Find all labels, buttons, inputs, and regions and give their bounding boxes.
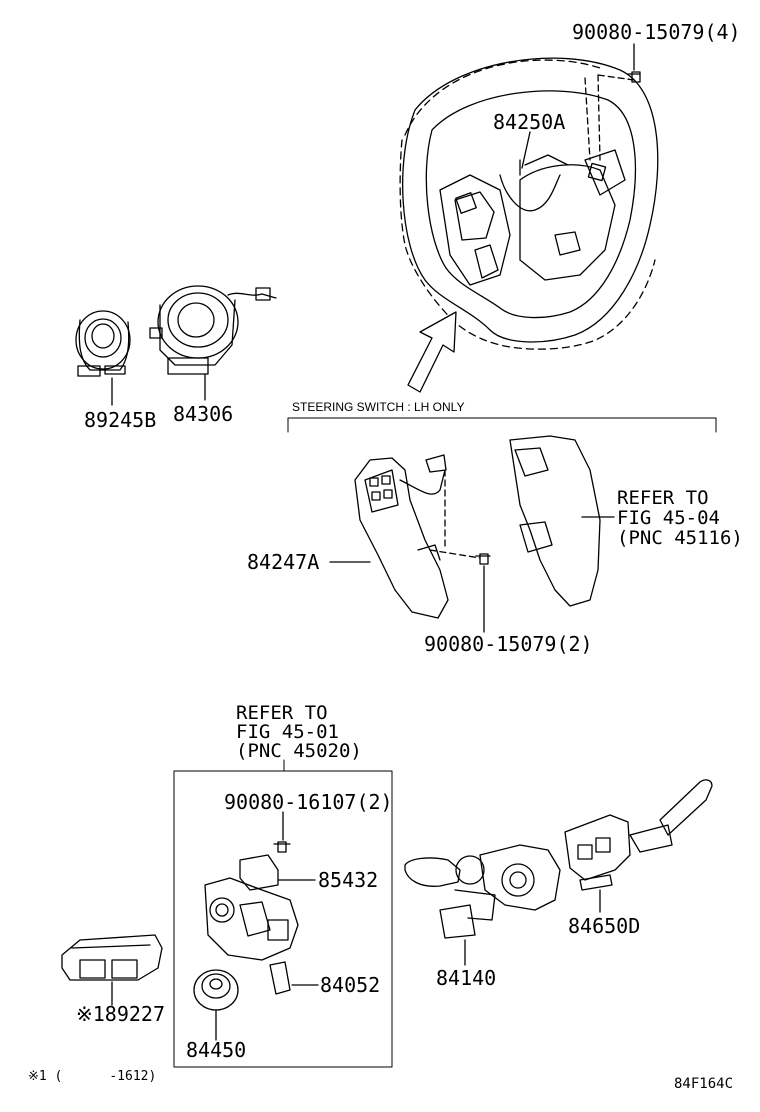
part-number-label: 90080-15079(4) xyxy=(572,20,741,44)
part-number-label: 84052 xyxy=(320,973,381,997)
footnote: ※1 ( -1612) xyxy=(28,1069,157,1084)
refer-line: REFER TO xyxy=(236,702,328,724)
part-number-label: 84306 xyxy=(173,402,234,426)
switch-bezel-drawing xyxy=(329,454,491,633)
control-unit-drawing xyxy=(61,934,163,1006)
spiral-cable-sub-drawing xyxy=(75,310,131,406)
part-number-label: 84247A xyxy=(247,550,320,574)
steering-cover-drawing xyxy=(509,435,615,607)
part-number-label: 84650D xyxy=(568,914,641,938)
steering-wheel-drawing xyxy=(399,43,659,350)
part-number-label: 90080-16107(2) xyxy=(224,790,393,814)
spiral-cable-drawing xyxy=(149,285,277,401)
part-number-label: 84450 xyxy=(186,1038,247,1062)
view-arrow-icon xyxy=(407,311,457,393)
unlock-warning-switch-icon xyxy=(269,961,291,995)
part-number-label: 90080-15079(2) xyxy=(424,632,593,656)
wiper-switch-drawing xyxy=(564,779,713,913)
headlight-switch-drawing xyxy=(404,844,561,966)
part-number-label: 85432 xyxy=(318,868,379,892)
bolt-ignition-icon xyxy=(273,841,291,853)
part-number-label: ※189227 xyxy=(76,1002,166,1026)
ignition-drawing xyxy=(193,811,319,1041)
part-number-label: 84250A xyxy=(493,110,566,134)
steering-switch-bracket xyxy=(287,417,717,433)
bolt-mid-icon xyxy=(475,553,491,565)
refer-line: FIG 45-04 xyxy=(617,507,720,529)
steering-switch-note: STEERING SWITCH : LH ONLY xyxy=(292,400,465,414)
refer-line: (PNC 45116) xyxy=(617,527,743,549)
refer-line: FIG 45-01 xyxy=(236,721,339,743)
refer-line: REFER TO xyxy=(617,487,709,509)
part-number-label: 84140 xyxy=(436,966,497,990)
diagram-id: 84F164C xyxy=(674,1076,734,1092)
part-number-label: 89245B xyxy=(84,408,157,432)
refer-line: (PNC 45020) xyxy=(236,740,362,762)
bolt-top-icon xyxy=(627,71,641,83)
ignition-group-frame xyxy=(173,770,393,1068)
